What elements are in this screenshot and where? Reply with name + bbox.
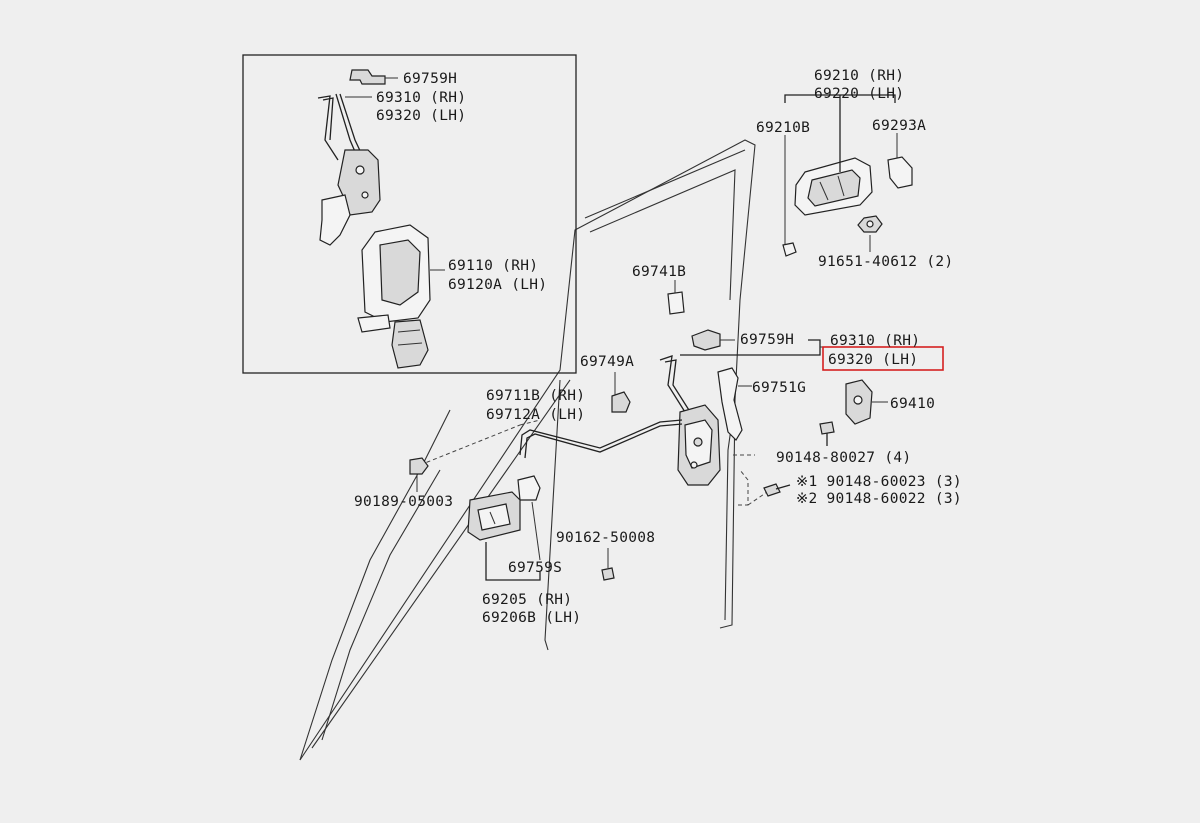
label-69759h: 69759H — [740, 332, 794, 348]
clip-69759s — [517, 475, 541, 561]
label-69410: 69410 — [890, 396, 935, 412]
door-lock-assembly — [677, 404, 721, 486]
label-69210b: 69210B — [756, 120, 810, 136]
link-rod-69711b — [519, 419, 683, 459]
label-69220: 69220 (LH) — [814, 86, 904, 102]
label-69293a: 69293A — [872, 118, 926, 134]
label-69310-inset: 69310 (RH) — [376, 90, 466, 106]
label-69210: 69210 (RH) — [814, 68, 904, 84]
label-69751g: 69751G — [752, 380, 806, 396]
label-69205: 69205 (RH) — [482, 592, 572, 608]
label-90162-50008: 90162-50008 — [556, 530, 655, 546]
clip-69759h — [691, 329, 735, 351]
label-69759h-inset: 69759H — [403, 71, 457, 87]
rod-center — [659, 355, 695, 421]
label-69120a-inset: 69120A (LH) — [448, 277, 547, 293]
label-69320: 69320 (LH) — [828, 352, 918, 368]
label-69712a: 69712A (LH) — [486, 407, 585, 423]
label-69110-inset: 69110 (RH) — [448, 258, 538, 274]
label-69741b: 69741B — [632, 264, 686, 280]
label-90148-60023: ※1 90148-60023 (3) — [796, 474, 962, 490]
screw-90148-6002x — [763, 483, 791, 497]
label-91651-40612: 91651-40612 (2) — [818, 254, 953, 270]
clip-69749a — [611, 372, 631, 413]
label-69711b: 69711B (RH) — [486, 388, 585, 404]
outside-handle — [794, 157, 873, 216]
screw-90162-50008 — [601, 548, 615, 581]
nut-91651 — [857, 215, 883, 233]
label-69759s: 69759S — [508, 560, 562, 576]
inset-door-lock-actuator — [357, 224, 445, 369]
label-90189-05003: 90189-05003 — [354, 494, 453, 510]
screw-69210b — [782, 242, 797, 257]
clip-69293a — [887, 156, 913, 189]
door-outline — [299, 139, 756, 761]
label-69206b: 69206B (LH) — [482, 610, 581, 626]
label-69749a: 69749A — [580, 354, 634, 370]
label-69310: 69310 (RH) — [830, 333, 920, 349]
bolt-90148-80027 — [819, 421, 835, 446]
inset-latch-bracket — [319, 149, 381, 246]
striker-69410 — [845, 379, 888, 425]
highlight-box — [822, 346, 944, 371]
clip-90189-05003 — [409, 457, 429, 492]
bracket-69751g — [717, 367, 752, 441]
inset-clip-69759h — [349, 69, 398, 85]
handle-bracket-lines — [784, 94, 898, 252]
pad-69741b — [667, 280, 685, 315]
label-90148-80027: 90148-80027 (4) — [776, 450, 911, 466]
inset-frame — [242, 54, 577, 374]
label-90148-60022: ※2 90148-60022 (3) — [796, 491, 962, 507]
inside-handle — [467, 491, 541, 581]
label-69320-inset: 69320 (LH) — [376, 108, 466, 124]
